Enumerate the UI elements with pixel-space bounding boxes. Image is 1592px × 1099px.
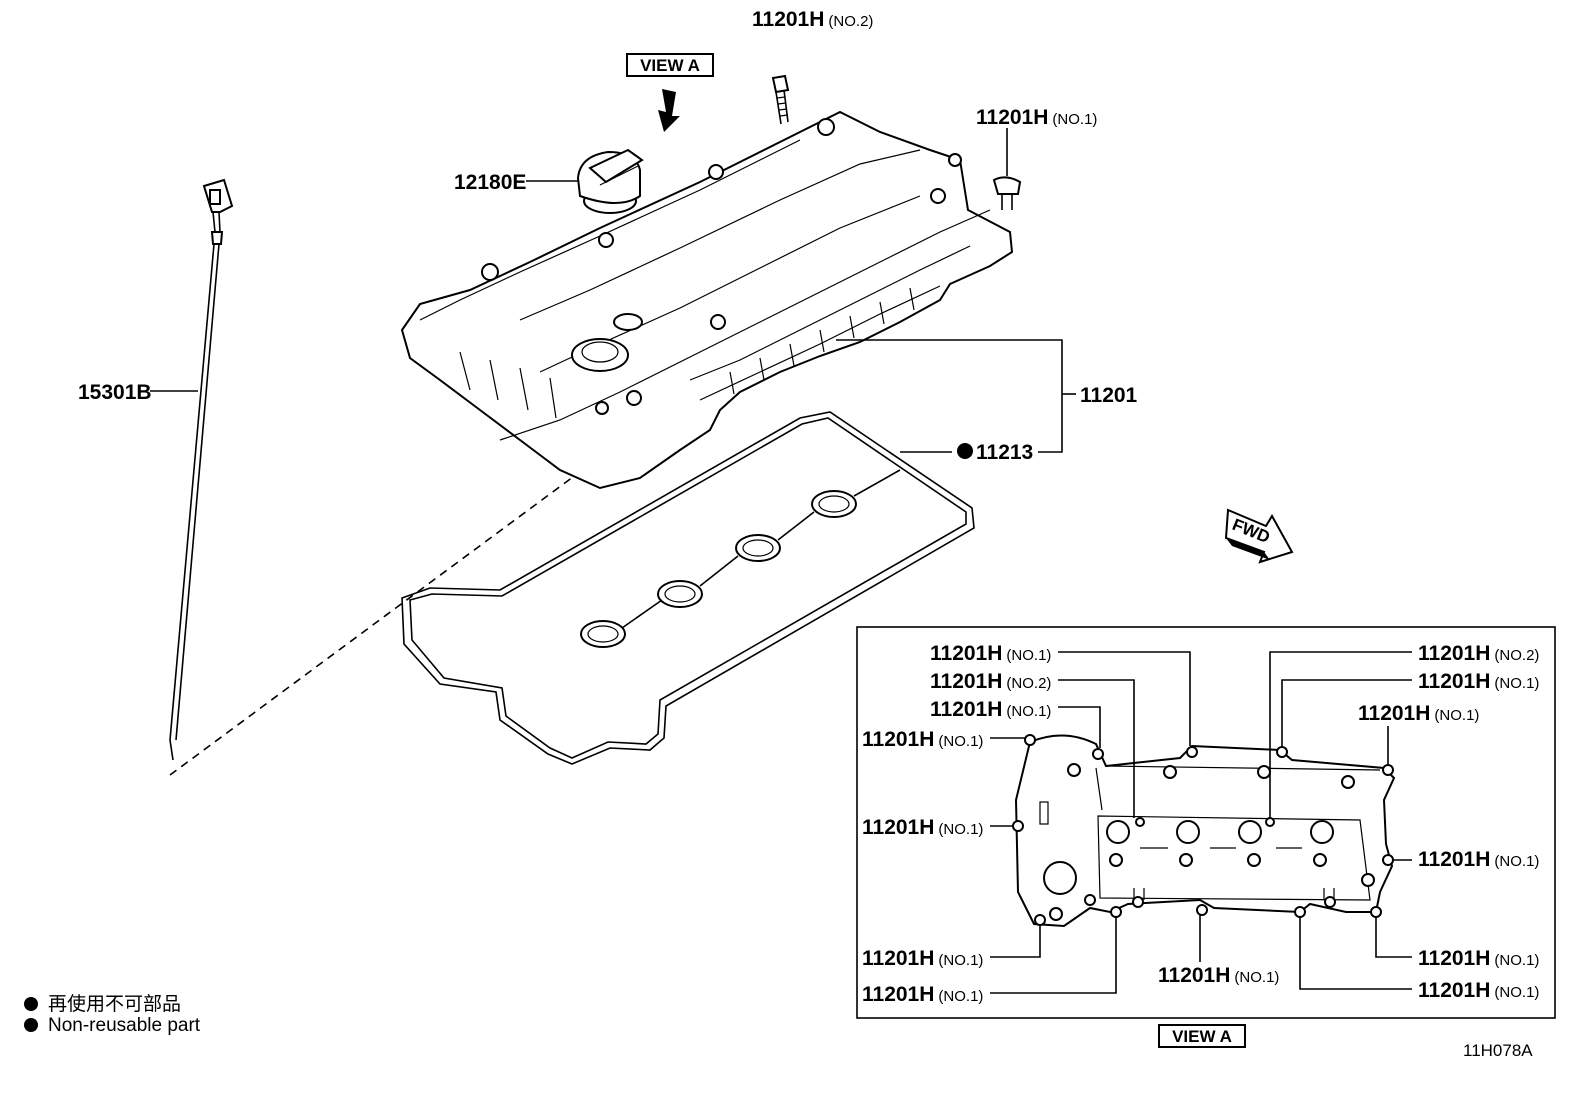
inset-label-8: 11201H(NO.1) [1158,964,1279,987]
legend-japanese: 再使用不可部品 [24,989,181,1016]
inset-label-5: 11201H(NO.1) [862,816,983,839]
label-bolt-no2-top: 11201H(NO.2) [752,8,873,31]
legend-text-jp: 再使用不可部品 [48,994,182,1015]
label-15301b: 15301B [78,381,152,404]
view-a-cover-outline [1012,734,1396,928]
label-12180e: 12180E [454,171,526,194]
view-a-box-bottom [1158,1024,1246,1048]
fwd-arrow: FWD [1224,508,1294,564]
label-11213: 11213 [976,441,1033,464]
non-reusable-marker [957,443,973,459]
legend-text-en: Non-reusable part [48,1015,201,1036]
dipstick [169,178,234,761]
bolt-no2-top [771,74,790,125]
legend-english: Non-reusable part [24,1015,200,1037]
inset-label-12: 11201H(NO.1) [1418,848,1539,871]
legend-dot-icon [24,1018,38,1032]
inset-label-2: 11201H(NO.2) [930,670,1051,693]
inset-label-3: 11201H(NO.1) [930,698,1051,721]
view-a-arrow [658,89,680,132]
label-11201: 11201 [1080,384,1138,407]
inset-label-11: 11201H(NO.1) [1358,702,1479,725]
inset-label-13: 11201H(NO.1) [1418,947,1539,970]
bolt-no1-right [992,128,1022,210]
inset-label-14: 11201H(NO.1) [1418,979,1539,1002]
view-a-leaders [990,651,1412,994]
diagram-code: 11H078A [1463,1041,1533,1060]
view-a-box-top [626,53,714,77]
label-bolt-no1-right: 11201H(NO.1) [976,106,1097,129]
cover-leader [836,339,1063,453]
oil-filler-cap [576,148,644,214]
cover-gasket [401,411,975,765]
legend-dot-icon [24,997,38,1011]
view-a-label-bottom: VIEW A [1172,1027,1232,1046]
inset-label-4: 11201H(NO.1) [862,728,983,751]
inset-label-10: 11201H(NO.1) [1418,670,1539,693]
inset-label-6: 11201H(NO.1) [862,947,983,970]
inset-label-1: 11201H(NO.1) [930,642,1051,665]
inset-label-9: 11201H(NO.2) [1418,642,1539,665]
cylinder-head-cover [400,110,1014,490]
view-a-label-top: VIEW A [640,56,700,75]
inset-label-7: 11201H(NO.1) [862,983,983,1006]
dipstick-leader-dashed [169,419,651,776]
